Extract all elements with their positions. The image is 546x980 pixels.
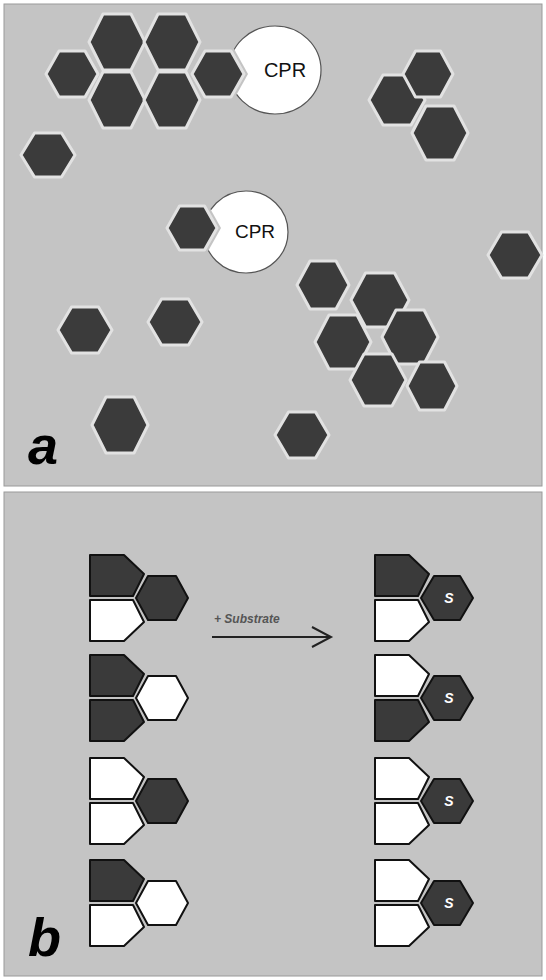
subunit-shape (375, 655, 429, 696)
substrate-mark: S (444, 690, 453, 706)
subunit-shape (375, 555, 429, 596)
reaction-label: + Substrate (214, 613, 280, 625)
subunit-shape (375, 758, 429, 799)
protein-hexagon (46, 51, 98, 97)
protein-hexagon (297, 261, 349, 309)
substrate-mark: S (444, 590, 453, 606)
protein-hexagon (21, 133, 75, 177)
reductase-outline (204, 191, 288, 273)
reaction-arrow (212, 636, 330, 638)
substrate-hexagon-outline (421, 576, 473, 620)
substrate-hexagon-outline (421, 676, 473, 720)
protein-hexagon (488, 232, 542, 278)
protein-hexagon (148, 299, 202, 345)
protein-name: CPR (264, 59, 306, 82)
subunit-shape (375, 600, 429, 641)
subunit-shape (90, 555, 144, 596)
substrate-hexagon-outline (421, 881, 473, 925)
protein-hexagon (350, 354, 406, 406)
protein-hexagon (58, 307, 112, 353)
protein-hexagon (144, 14, 200, 70)
substrate-hexagon: S (421, 676, 473, 720)
subunit-shape (90, 803, 144, 844)
substrate-mark: S (444, 793, 453, 809)
subunit-shape (136, 576, 188, 620)
subunit-shape (90, 600, 144, 641)
protein-hexagon (92, 397, 148, 453)
subunit-shape (90, 655, 144, 696)
subunit-shape (375, 700, 429, 741)
substrate-hexagon: S (421, 881, 473, 925)
protein-hexagon (412, 106, 468, 160)
subunit-shape (136, 676, 188, 720)
reductase-circle: CPR (203, 190, 289, 274)
protein-hexagon (407, 362, 457, 410)
protein-name: CPR (235, 221, 275, 243)
protein-hexagon (89, 72, 145, 128)
panel-background (4, 492, 542, 976)
subunit-shape (375, 905, 429, 946)
subunit-shape (136, 779, 188, 823)
protein-hexagon (89, 14, 145, 70)
panel-letter: b (28, 910, 61, 964)
reductase-circle: CPR (228, 25, 322, 115)
protein-hexagon (144, 72, 200, 128)
arrow-head (312, 627, 331, 647)
subunit-shape (90, 860, 144, 901)
substrate-hexagon: S (421, 779, 473, 823)
panel-background (4, 4, 542, 486)
panel-letter: a (28, 418, 58, 472)
subunit-shape (90, 700, 144, 741)
substrate-hexagon-outline (421, 779, 473, 823)
protein-hexagon (275, 412, 329, 458)
subunit-shape (375, 803, 429, 844)
substrate-hexagon: S (421, 576, 473, 620)
subunit-shape (375, 860, 429, 901)
subunit-shape (136, 881, 188, 925)
protein-hexagon (403, 51, 453, 97)
subunit-shape (90, 905, 144, 946)
substrate-mark: S (444, 895, 453, 911)
subunit-shape (90, 758, 144, 799)
reductase-outline (229, 26, 321, 114)
